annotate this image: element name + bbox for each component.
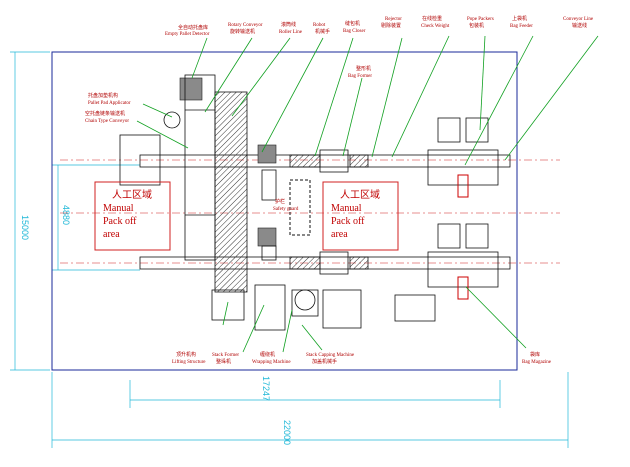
label-bag-feeder-cn: 上袋机: [512, 15, 527, 22]
label-bag-closer-en: Bag Closer: [343, 29, 366, 34]
dimension-lines: [10, 51, 569, 448]
stack-capping-machine: [322, 289, 362, 329]
dim-zone-height: 4880: [61, 205, 71, 225]
zone-left-cn: 人工区域: [112, 188, 152, 201]
robot-upper: [257, 144, 277, 201]
empty-pallet-detector: [179, 77, 203, 101]
label-rejector-cn: Rejector: [385, 17, 402, 22]
label-chain-conveyor-en: Chain Type Conveyor: [85, 119, 129, 124]
label-empty-pallet-en: Empty Pallet Detector: [165, 32, 210, 37]
label-rotary-cn: Rotary Conveyor: [228, 23, 263, 28]
label-robot-en: 机械手: [315, 28, 330, 35]
label-bag-magazine-cn: 袋库: [530, 351, 540, 358]
chain-type-conveyor: [119, 134, 161, 186]
roller-line-lower: [289, 256, 321, 270]
label-pad-applicator-cn: 托盘加垫机构: [88, 92, 118, 99]
roller-line-upper: [289, 154, 321, 168]
pope-packer-1: [437, 117, 461, 143]
label-lifting-cn: 顶升机构: [176, 351, 196, 358]
pope-packer-3: [437, 223, 461, 249]
forklift: [394, 294, 436, 322]
safety-guard: [289, 179, 311, 236]
label-conveyor-line-en: 输送线: [572, 22, 587, 29]
label-capping-cn: Stack Capping Machine: [306, 353, 355, 358]
label-conveyor-line-cn: Conveyor Line: [563, 17, 594, 22]
label-roller-cn: 滚筒线: [281, 21, 296, 28]
label-pad-applicator-en: Pallet Pad Applicator: [88, 101, 131, 106]
zone-right-line2: Pack off: [331, 216, 365, 227]
bag-feeder-lower: [427, 251, 499, 288]
robot-lower: [257, 227, 277, 261]
zone-right-cn: 人工区域: [340, 188, 380, 201]
label-roller-en: Roller Line: [279, 30, 303, 35]
rejector-upper: [457, 174, 469, 198]
label-safety-guard-en: Safety guard: [273, 207, 299, 212]
label-robot-cn: Robot: [313, 23, 326, 28]
label-rotary-en: 旋转输送机: [230, 28, 255, 35]
label-bag-former-cn: 整形机: [356, 65, 371, 72]
bag-magazine: [457, 276, 469, 300]
label-wrapping-cn: 缠绕机: [260, 351, 275, 358]
label-stack-former-en: 整垛机: [216, 358, 231, 365]
pallet-pad-applicator: [163, 111, 181, 129]
label-capping-en: 加盖机械手: [312, 358, 337, 365]
label-rejector-en: 剔除装置: [381, 22, 401, 29]
label-bag-magazine-en: Bag Magazine: [522, 360, 552, 365]
label-bag-former-en: Bag Former: [348, 74, 372, 79]
wrapping-machine: [294, 289, 316, 311]
zone-right-line1: Manual: [331, 203, 362, 214]
manual-zone-left: [94, 181, 171, 251]
bag-closer-upper: [349, 154, 369, 168]
label-safety-guard-cn: 护栏: [275, 198, 285, 205]
zone-left-line1: Manual: [103, 203, 134, 214]
leader-lines: [136, 35, 599, 353]
stack-former: [254, 284, 286, 331]
zone-left-line3: area: [103, 229, 120, 240]
label-lifting-en: Lifting Structure: [172, 360, 206, 365]
dim-total-height: 15000: [20, 215, 30, 240]
label-stack-former-cn: Stack Former: [212, 353, 239, 358]
label-check-weight-cn: 在线检重: [422, 15, 442, 22]
zone-left-line2: Pack off: [103, 216, 137, 227]
pope-packer-2: [465, 117, 489, 143]
dim-inner-width: 17247: [261, 376, 271, 401]
conveyor-line-lower: [139, 256, 511, 270]
label-empty-pallet-cn: 全自动托盘库: [178, 24, 208, 31]
lifting-structure: [211, 289, 245, 321]
bag-closer-lower: [349, 256, 369, 270]
pope-packer-4: [465, 223, 489, 249]
manual-zone-right: [322, 181, 399, 251]
building-frame: [51, 51, 518, 371]
label-pope-packers-cn: Pope Packers: [467, 17, 494, 22]
label-wrapping-en: Wrapping Machine: [252, 360, 291, 365]
dim-total-width: 22000: [282, 420, 292, 445]
bag-former-upper: [319, 149, 349, 173]
label-check-weight-en: Check Weight: [421, 24, 450, 29]
bag-former-lower: [319, 251, 349, 275]
bag-feeder-upper: [427, 149, 499, 186]
zone-right-line3: area: [331, 229, 348, 240]
wrapping-frame: [291, 289, 319, 317]
rotary-conveyor: [214, 91, 248, 293]
label-pope-packers-en: 包装机: [469, 22, 484, 29]
label-bag-feeder-en: Bag Feeder: [510, 24, 533, 29]
label-bag-closer-cn: 缝包机: [345, 20, 360, 27]
label-chain-conveyor-cn: 空托盘链条输送机: [85, 110, 125, 117]
conveyor-line-upper: [139, 154, 511, 168]
